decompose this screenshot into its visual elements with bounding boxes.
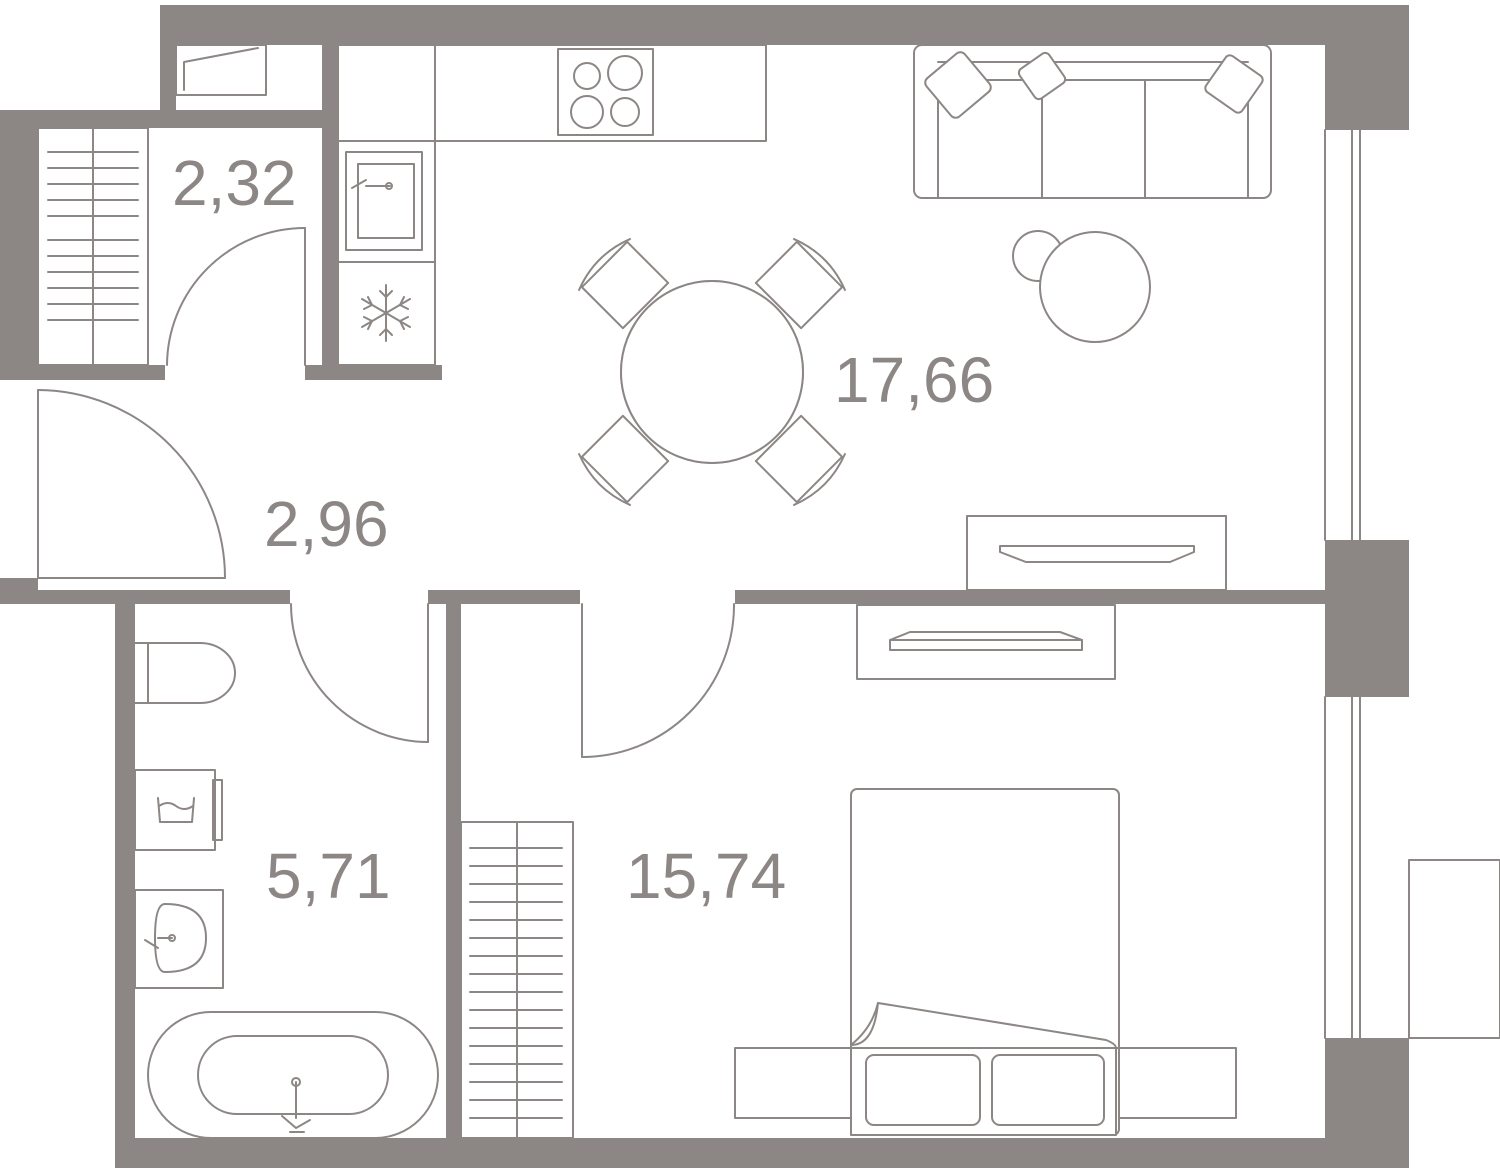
living-kitchen-room: 17,66 — [337, 44, 1272, 591]
bathroom-area-label: 5,71 — [266, 840, 391, 912]
bed — [734, 788, 1237, 1136]
storage-room: 2,32 — [37, 44, 306, 366]
dining-chair — [578, 238, 670, 330]
storage-area-label: 2,32 — [172, 147, 297, 219]
walls — [0, 5, 1409, 1168]
dining-chair — [754, 238, 846, 330]
window-bedroom — [1324, 696, 1500, 1039]
bedroom-area-label: 15,74 — [626, 840, 786, 912]
bedroom-wardrobe — [460, 821, 574, 1139]
cooktop — [557, 48, 654, 136]
living-area-label: 17,66 — [834, 344, 994, 416]
wardrobe-shelves — [37, 127, 149, 366]
hallway-area-label: 2,96 — [264, 488, 389, 560]
bedroom-door — [581, 603, 736, 758]
storage-cabinet — [175, 44, 267, 96]
dining-table — [578, 238, 846, 506]
dining-chair — [578, 414, 670, 506]
bathroom-room: 5,71 — [134, 603, 439, 1139]
toilet — [134, 642, 236, 704]
window-living-room — [1324, 129, 1361, 541]
entrance-door — [37, 389, 226, 579]
dining-chair — [754, 414, 846, 506]
snowflake-icon — [361, 284, 411, 342]
fridge — [361, 284, 411, 342]
storage-door — [166, 227, 306, 366]
washing-machine — [134, 769, 223, 851]
sofa — [913, 44, 1272, 199]
tv-stand — [966, 515, 1227, 591]
bedroom-room: 15,74 — [460, 603, 1237, 1139]
kitchen-counter — [337, 44, 767, 366]
windows — [1324, 129, 1500, 1039]
washbasin — [134, 889, 224, 989]
kitchen-sink — [345, 151, 423, 251]
bathtub — [147, 1011, 439, 1139]
bathroom-door — [290, 603, 429, 743]
bedroom-tv-stand — [856, 604, 1116, 680]
armchair-round — [1012, 230, 1151, 343]
hallway-room: 2,96 — [37, 389, 389, 579]
